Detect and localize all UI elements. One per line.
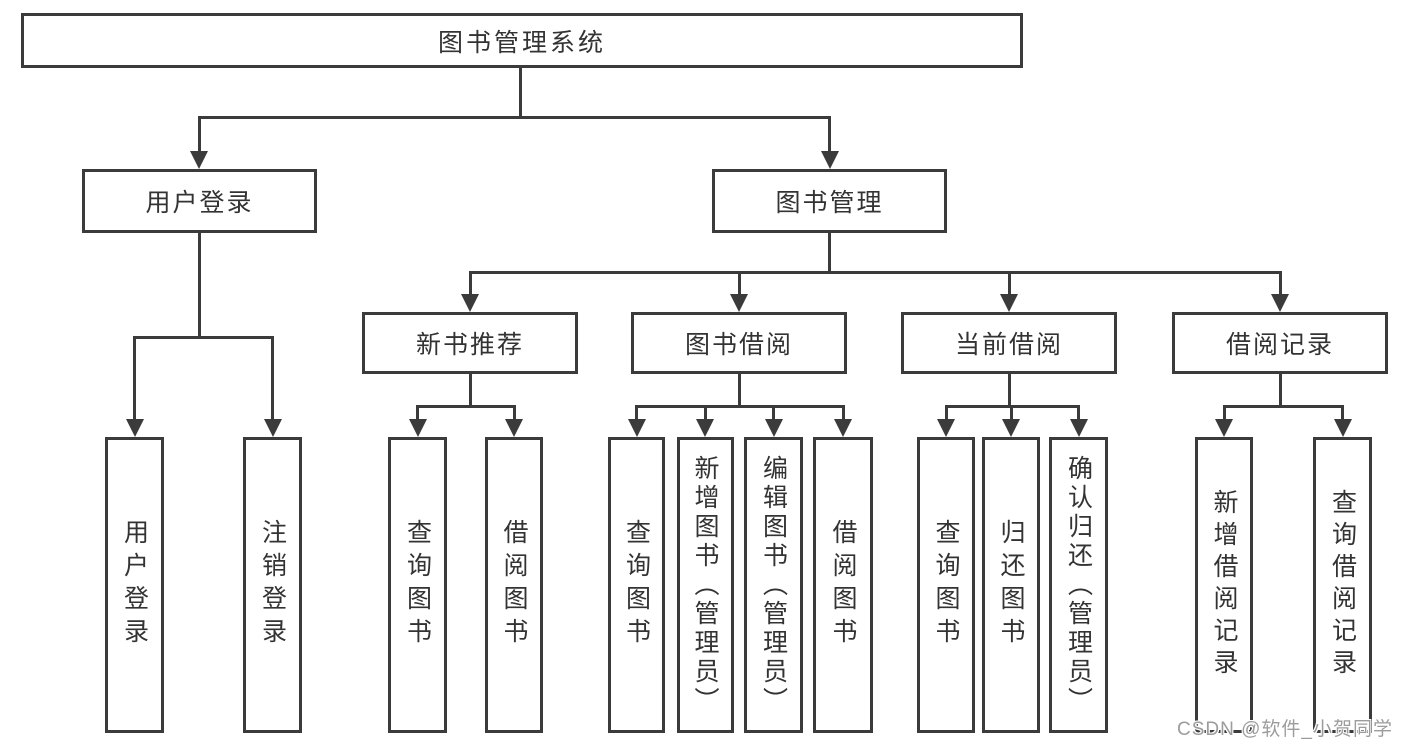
connector-line	[828, 231, 831, 273]
connector-line	[468, 271, 472, 297]
arrow-down-icon	[820, 151, 839, 169]
node-borrowing-records-label: 借阅记录	[1225, 331, 1334, 359]
connector-line	[1009, 405, 1013, 422]
node-br-add-record-label: 新增借阅记录	[1210, 489, 1238, 681]
arrow-down-icon	[408, 419, 427, 437]
connector-line	[703, 405, 707, 422]
node-current-borrowing-label: 当前借阅	[954, 331, 1063, 359]
connector-line	[1278, 372, 1282, 408]
arrow-down-icon	[696, 419, 714, 437]
node-user-login-group-label: 用户登录	[145, 189, 254, 217]
node-nbr-borrow-books-label: 借阅图书	[500, 519, 528, 651]
arrow-down-icon	[505, 419, 523, 437]
connector-line	[133, 336, 274, 339]
connector-line	[1007, 271, 1011, 297]
arrow-down-icon	[190, 151, 208, 169]
csdn-watermark: CSDN @软件_小贺同学	[1177, 719, 1393, 740]
connector-line	[416, 405, 419, 422]
connector-line	[1341, 405, 1344, 422]
node-root-label: 图书管理系统	[437, 28, 606, 57]
node-cb-return-books-label: 归还图书	[997, 519, 1025, 651]
connector-line	[1222, 405, 1226, 422]
connector-line	[944, 405, 948, 422]
connector-line	[197, 231, 201, 338]
arrow-down-icon	[1333, 419, 1352, 437]
node-current-borrowing: 当前借阅	[901, 312, 1117, 374]
arrow-down-icon	[1000, 294, 1018, 312]
node-book-management-label: 图书管理	[775, 189, 884, 217]
node-cb-confirm-return-admin-label: 确认归还（管理员）	[1064, 454, 1093, 716]
connector-line	[518, 66, 522, 119]
arrow-down-icon	[834, 419, 852, 437]
node-new-book-recommend: 新书推荐	[362, 312, 578, 374]
arrow-down-icon	[125, 419, 144, 437]
node-br-query-record: 查询借阅记录	[1313, 437, 1372, 733]
connector-line	[1222, 405, 1344, 408]
connector-line	[1077, 405, 1080, 422]
connector-line	[737, 372, 741, 408]
node-book-borrowing: 图书借阅	[631, 312, 847, 374]
node-new-book-recommend-label: 新书推荐	[415, 331, 524, 359]
connector-line	[468, 271, 1282, 274]
node-user-login-group: 用户登录	[82, 169, 317, 233]
node-bb-edit-books-admin-label: 编辑图书（管理员）	[759, 454, 788, 716]
node-borrowing-records: 借阅记录	[1172, 312, 1388, 374]
node-root: 图书管理系统	[21, 13, 1023, 68]
connector-line	[841, 405, 845, 422]
node-nbr-query-books-label: 查询图书	[403, 519, 432, 651]
connector-line	[635, 405, 638, 422]
node-cb-return-books: 归还图书	[982, 437, 1040, 733]
node-cb-confirm-return-admin: 确认归还（管理员）	[1049, 437, 1108, 733]
node-nbr-borrow-books: 借阅图书	[485, 437, 543, 733]
node-bb-query-books: 查询图书	[608, 437, 665, 733]
node-cb-query-books: 查询图书	[917, 437, 975, 733]
arrow-down-icon	[937, 419, 955, 437]
node-book-borrowing-label: 图书借阅	[684, 331, 793, 359]
connector-line	[512, 405, 516, 422]
arrow-down-icon	[263, 419, 282, 437]
arrow-down-icon	[1002, 419, 1020, 437]
connector-line	[635, 405, 845, 408]
node-cb-query-books-label: 查询图书	[932, 519, 960, 651]
arrow-down-icon	[730, 294, 748, 312]
arrow-down-icon	[1069, 419, 1088, 437]
connector-line	[468, 372, 472, 408]
node-bb-add-books-admin: 新增图书（管理员）	[676, 437, 734, 733]
connector-line	[416, 405, 516, 408]
node-book-management: 图书管理	[712, 169, 947, 233]
node-logout: 注销登录	[243, 437, 302, 733]
node-nbr-query-books: 查询图书	[388, 437, 447, 733]
connector-line	[1007, 372, 1011, 408]
node-bb-borrow-books: 借阅图书	[813, 437, 873, 733]
arrow-down-icon	[1215, 419, 1233, 437]
arrow-down-icon	[627, 419, 646, 437]
connector-line	[737, 271, 741, 297]
node-logout-label: 注销登录	[258, 519, 287, 651]
connector-line	[1278, 271, 1282, 297]
connector-line	[133, 336, 136, 421]
connector-line	[271, 336, 274, 421]
arrow-down-icon	[461, 294, 479, 312]
node-br-query-record-label: 查询借阅记录	[1328, 489, 1357, 681]
arrow-down-icon	[764, 419, 783, 437]
connector-line	[772, 405, 775, 422]
node-user-login: 用户登录	[105, 437, 164, 733]
connector-line	[828, 116, 831, 153]
node-bb-edit-books-admin: 编辑图书（管理员）	[744, 437, 803, 733]
node-br-add-record: 新增借阅记录	[1195, 437, 1253, 733]
node-bb-borrow-books-label: 借阅图书	[829, 519, 857, 651]
arrow-down-icon	[1271, 294, 1289, 312]
connector-line	[197, 116, 831, 119]
node-user-login-label: 用户登录	[120, 519, 149, 651]
node-bb-add-books-admin-label: 新增图书（管理员）	[691, 454, 719, 716]
connector-line	[197, 116, 201, 153]
node-bb-query-books-label: 查询图书	[622, 519, 651, 651]
